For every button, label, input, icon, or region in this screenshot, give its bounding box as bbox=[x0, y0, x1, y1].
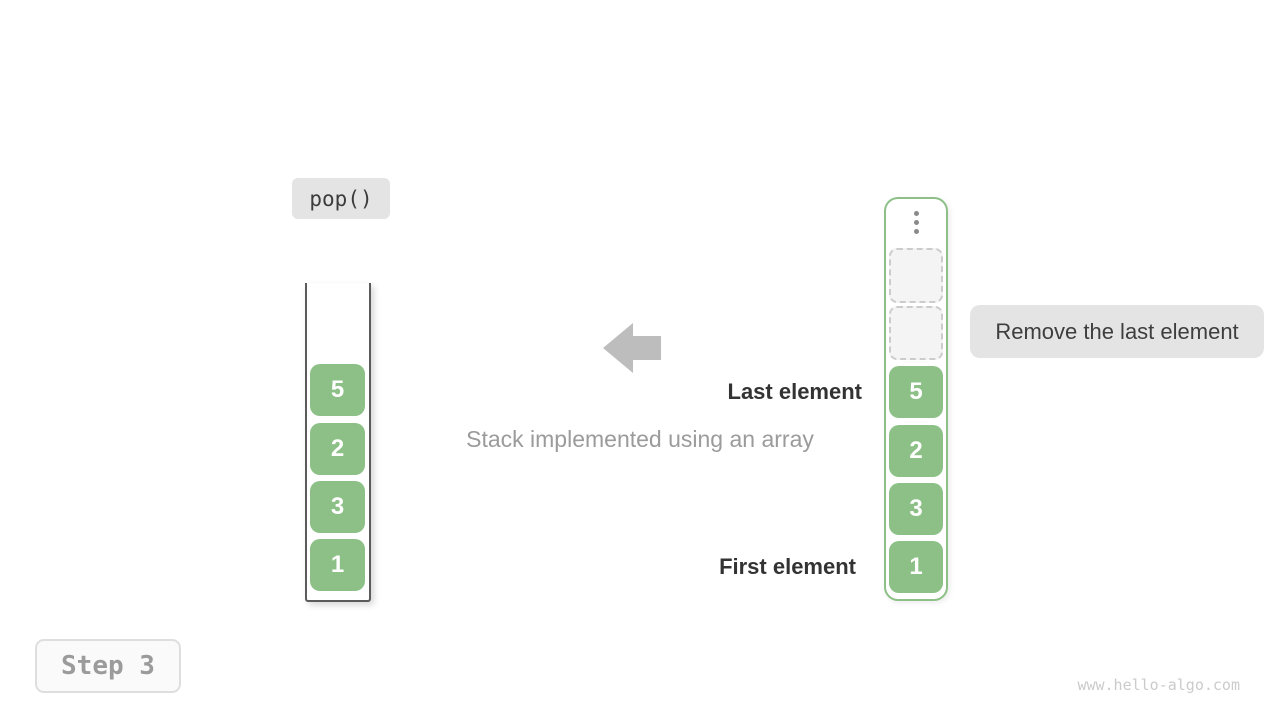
array-cell: 2 bbox=[889, 425, 943, 477]
caption-text: Stack implemented using an array bbox=[466, 426, 814, 452]
empty-slot bbox=[889, 248, 943, 303]
step-badge: Step 3 bbox=[35, 639, 181, 693]
array-cell: 5 bbox=[889, 366, 943, 418]
remove-annotation: Remove the last element bbox=[970, 305, 1264, 358]
empty-slot bbox=[889, 306, 943, 360]
last-element-label: Last element bbox=[727, 379, 863, 404]
stack-cell: 2 bbox=[310, 423, 365, 475]
left-stack-container: 5 2 3 1 bbox=[305, 283, 371, 602]
vertical-dots-icon bbox=[886, 211, 946, 234]
right-array-container: 5 2 3 1 bbox=[884, 197, 948, 601]
stack-cell: 5 bbox=[310, 364, 365, 416]
array-cell: 1 bbox=[889, 541, 943, 593]
stack-cell: 3 bbox=[310, 481, 365, 533]
first-element-label: First element bbox=[719, 554, 856, 579]
pop-operation-label: pop() bbox=[292, 178, 390, 219]
watermark: www.hello-algo.com bbox=[1077, 676, 1240, 694]
stack-cell: 1 bbox=[310, 539, 365, 591]
array-cell: 3 bbox=[889, 483, 943, 535]
left-arrow-icon bbox=[603, 323, 661, 373]
